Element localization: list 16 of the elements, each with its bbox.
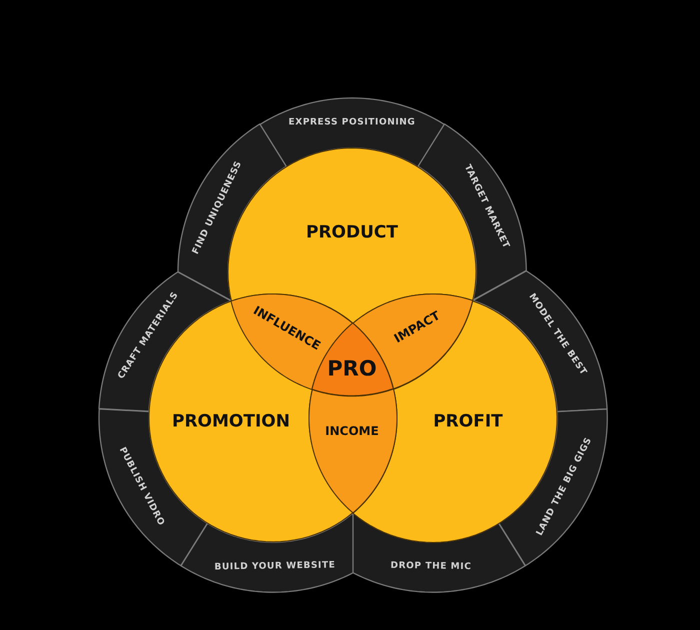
circle-label: PRODUCT: [306, 224, 398, 242]
ring-segment: [258, 97, 446, 168]
ring-segment: [177, 123, 288, 302]
circle-label: PROMOTION: [172, 413, 290, 430]
overlap-label: INCOME: [325, 424, 379, 437]
ring-segment: [98, 271, 232, 412]
ring-segment: [472, 270, 608, 412]
circle-label: PROFIT: [433, 413, 503, 430]
segment-label: DROP THE MIC: [390, 562, 472, 572]
ring-segment: [416, 123, 527, 302]
ring-segment: [352, 512, 526, 593]
overlap-region: [308, 388, 398, 514]
segment-label: BUILD YOUR WEBSITE: [214, 562, 336, 572]
center-label: PRO: [327, 358, 377, 380]
ring-segment: [180, 512, 354, 593]
segment-label: EXPRESS POSITIONING: [288, 118, 416, 128]
